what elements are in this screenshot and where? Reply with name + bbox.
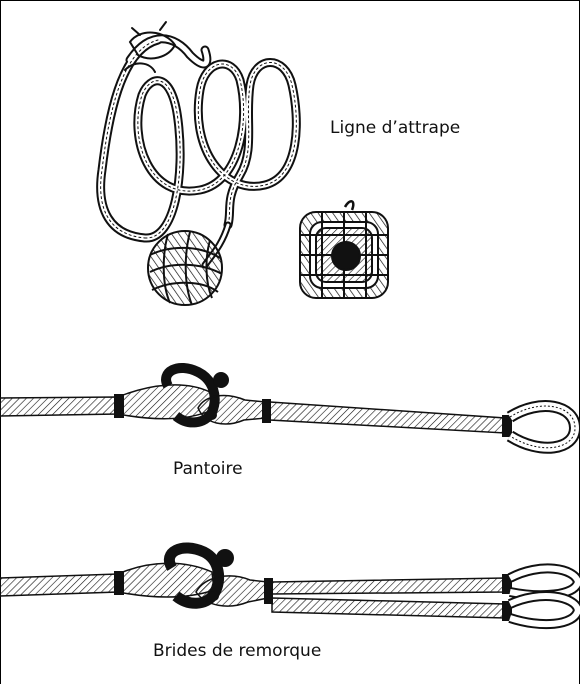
pennant-label: Pantoire (173, 459, 243, 479)
monkey-fist-end-view (300, 201, 388, 298)
catch-line-coil (101, 22, 297, 265)
towing-bridle-label: Brides de remorque (153, 641, 321, 661)
monkey-fist-knot (148, 231, 222, 305)
catch-line-label: Ligne d’attrape (330, 118, 460, 138)
pennant-wire (0, 368, 575, 448)
towing-bridle-wire (0, 548, 578, 624)
